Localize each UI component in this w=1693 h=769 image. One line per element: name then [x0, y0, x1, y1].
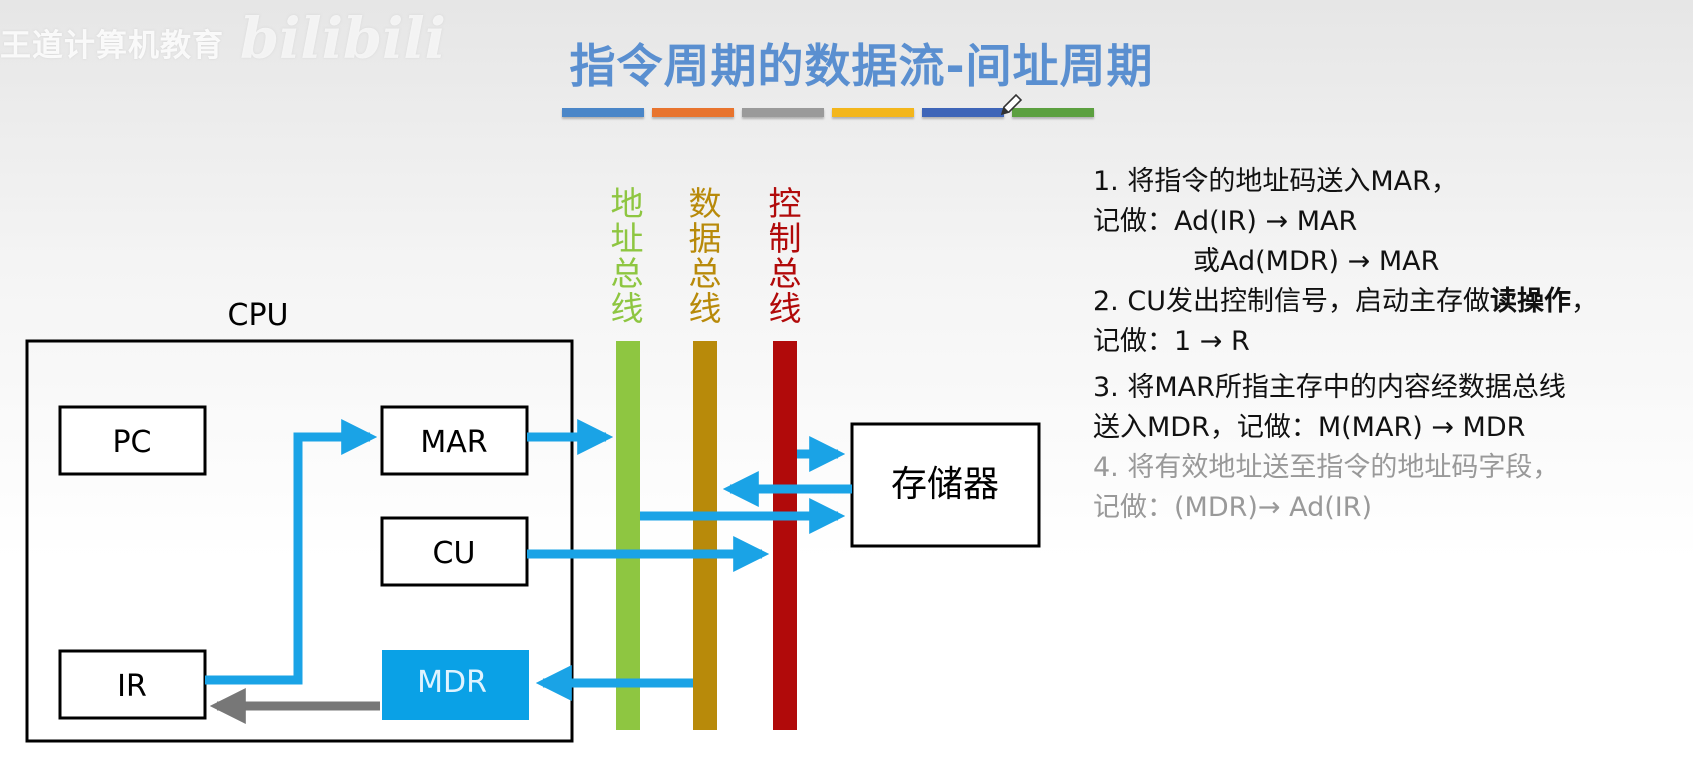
step-1-line-3: 或Ad(MDR) → MAR [1193, 246, 1440, 277]
svg-text:线: 线 [689, 289, 722, 328]
data-bus [693, 341, 717, 730]
step-1-line-1: 1. 将指令的地址码送入MAR， [1093, 166, 1458, 197]
cu-unit: CU [380, 516, 529, 587]
svg-text:总: 总 [769, 254, 802, 293]
ir-register: IR [58, 649, 207, 720]
memory-label: 存储器 [891, 464, 999, 505]
svg-text:址: 址 [611, 219, 644, 258]
step-3-line-1: 3. 将MAR所指主存中的内容经数据总线 [1093, 372, 1566, 403]
title-bar-3 [742, 108, 824, 117]
step-2-comma: ， [1570, 286, 1598, 317]
title-bar-6 [1012, 108, 1094, 117]
step-2-line-1: 2. CU发出控制信号，启动主存做读操作， [1093, 282, 1693, 322]
svg-text:控: 控 [769, 184, 802, 223]
address-bus-label: 地 址 总 线 [611, 184, 644, 328]
watermark-text: 王道计算机教育 [0, 28, 224, 64]
step-2-text: 2. CU发出控制信号，启动主存做 [1093, 286, 1490, 317]
svg-text:据: 据 [689, 219, 722, 258]
data-bus-label: 数 据 总 线 [689, 184, 722, 328]
svg-text:制: 制 [769, 219, 802, 258]
svg-text:总: 总 [689, 254, 722, 293]
control-bus [773, 341, 797, 730]
step-2-line-2: 记做：1 → R [1093, 326, 1250, 357]
cpu-box [25, 339, 574, 743]
data-flow-diagram: CPU PC MAR CU IR MDR 存储器 地 址 总 线 数 据 总 线… [25, 184, 1041, 743]
ir-to-mar-arrow [205, 419, 378, 685]
mar-label: MAR [420, 425, 487, 460]
title-bar-5 [922, 108, 1004, 117]
step-3-line-2: 送入MDR，记做：M(MAR) → MDR [1093, 412, 1526, 443]
svg-text:地: 地 [611, 184, 644, 223]
mdr-label: MDR [417, 665, 487, 700]
step-4-line-1: 4. 将有效地址送至指令的地址码字段， [1093, 452, 1560, 483]
title-bar-1 [562, 108, 644, 117]
ir-label: IR [117, 669, 147, 704]
svg-text:线: 线 [611, 289, 644, 328]
cu-label: CU [433, 536, 476, 571]
step-1-line-2: 记做：Ad(IR) → MAR [1093, 206, 1358, 237]
cpu-label: CPU [228, 298, 289, 333]
svg-text:线: 线 [769, 289, 802, 328]
memory-box: 存储器 [850, 422, 1041, 548]
title-bar-2 [652, 108, 734, 117]
title-bar-4 [832, 108, 914, 117]
mar-register: MAR [380, 405, 529, 476]
svg-text:总: 总 [611, 254, 644, 293]
pc-label: PC [112, 425, 151, 460]
pc-register: PC [58, 405, 207, 476]
address-bus [616, 341, 640, 730]
bilibili-logo: bilibili [240, 6, 446, 72]
pencil-icon [1000, 93, 1023, 116]
svg-text:数: 数 [689, 184, 722, 223]
control-bus-label: 控 制 总 线 [769, 184, 802, 328]
mdr-register: MDR [382, 650, 529, 720]
step-4-line-2: 记做：(MDR)→ Ad(IR) [1093, 492, 1373, 523]
page-title: 指令周期的数据流-间址周期 [569, 39, 1154, 93]
step-2-bold: 读操作 [1489, 286, 1571, 317]
step-list: 1. 将指令的地址码送入MAR， 记做：Ad(IR) → MAR 或Ad(MDR… [1093, 162, 1693, 528]
